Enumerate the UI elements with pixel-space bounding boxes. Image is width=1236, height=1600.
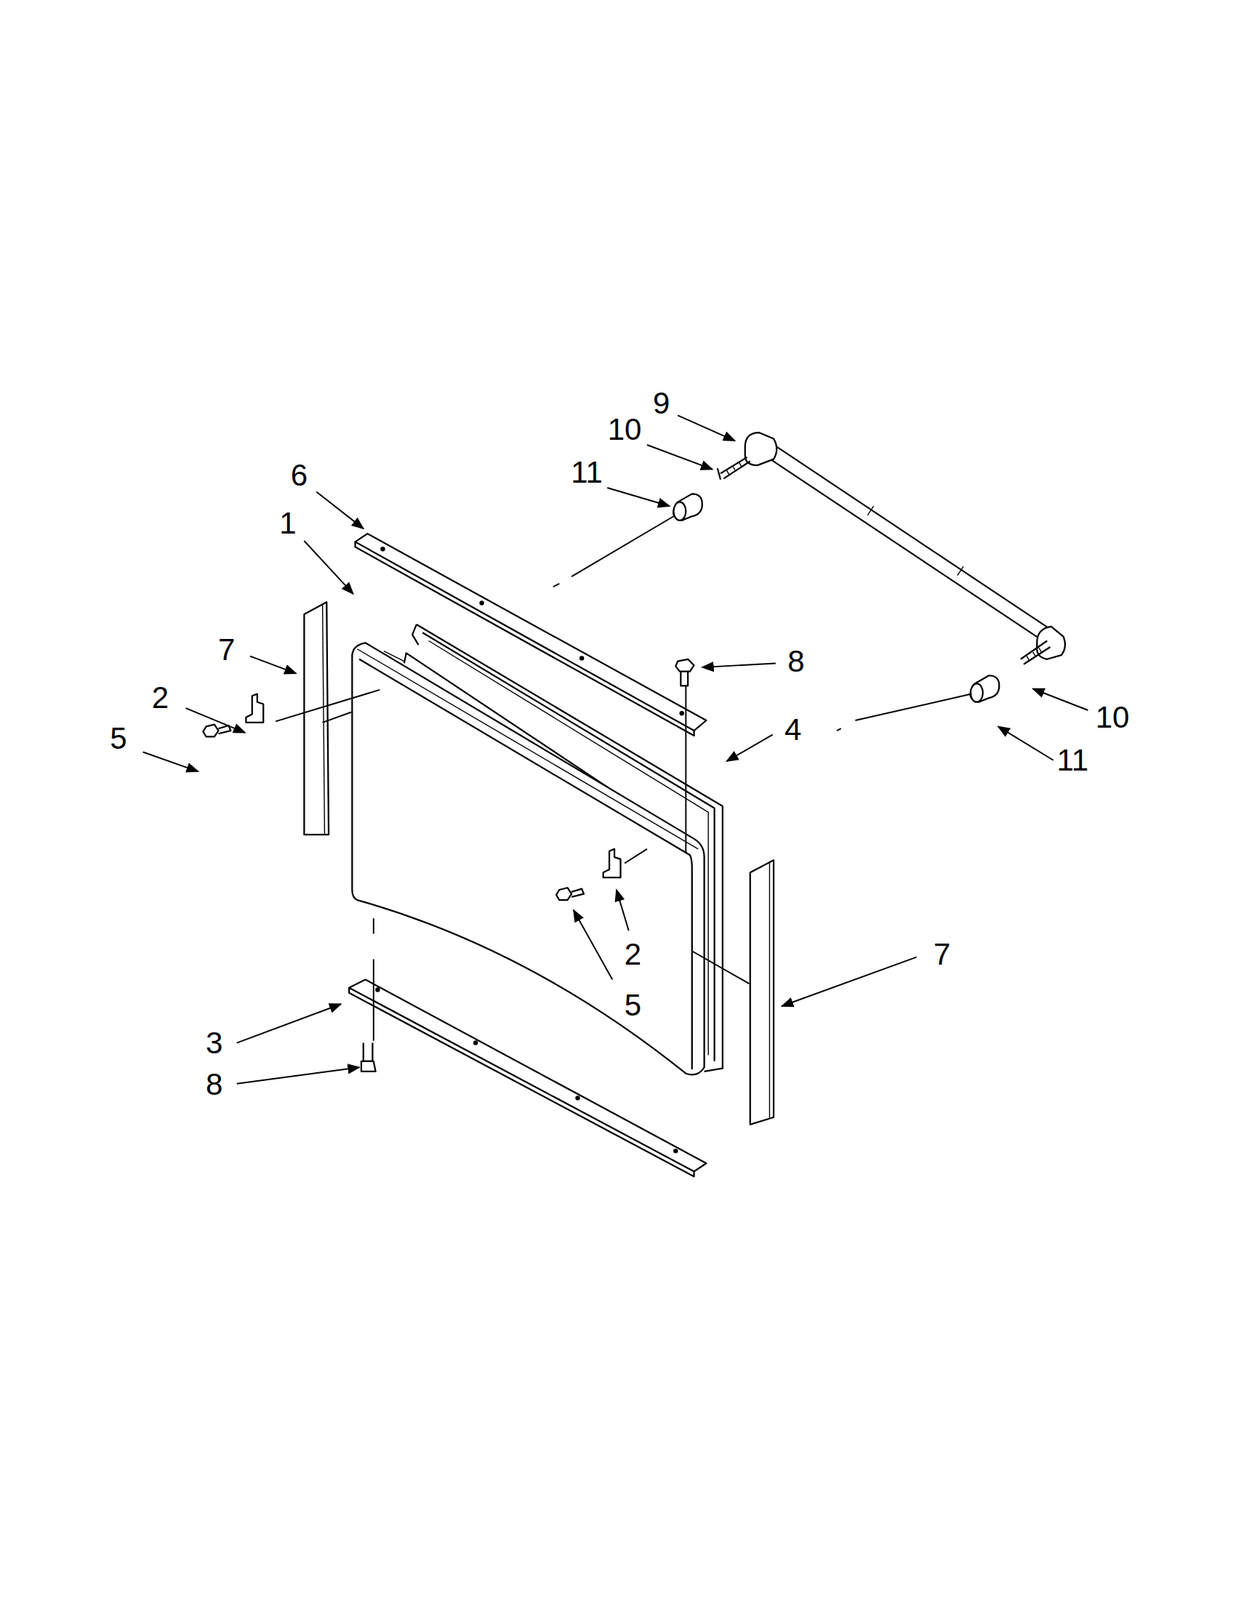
leader-arrow [143,415,1089,1084]
assembly-line [275,516,972,1042]
door-handle [745,432,1066,660]
callout-number: 1 [279,508,296,539]
callout-number: 3 [205,1028,223,1059]
callout-number: 11 [1057,745,1090,776]
handle-spacer [673,493,999,702]
bottom-trim [348,980,706,1178]
callout-number: 5 [109,723,127,754]
hinge-bracket [245,694,621,879]
top-trim [355,533,707,736]
screw [361,659,695,1072]
callout-number: 2 [151,682,169,714]
callout-number: 8 [787,646,805,677]
callout-number: 10 [607,414,642,445]
callout-number: 9 [652,388,670,419]
callout-number: 7 [218,634,235,666]
side-trim [303,602,774,1125]
callout-number: 11 [570,457,603,488]
screw [202,724,584,901]
callout-number: 2 [624,939,642,970]
handle-screw [717,457,1051,665]
callout-number: 7 [933,939,951,970]
callout-number: 5 [624,990,642,1021]
callout-number: 10 [1095,702,1130,733]
callout-number: 4 [784,714,802,746]
callout-number: 8 [205,1069,223,1101]
callout-number: 6 [290,460,308,491]
